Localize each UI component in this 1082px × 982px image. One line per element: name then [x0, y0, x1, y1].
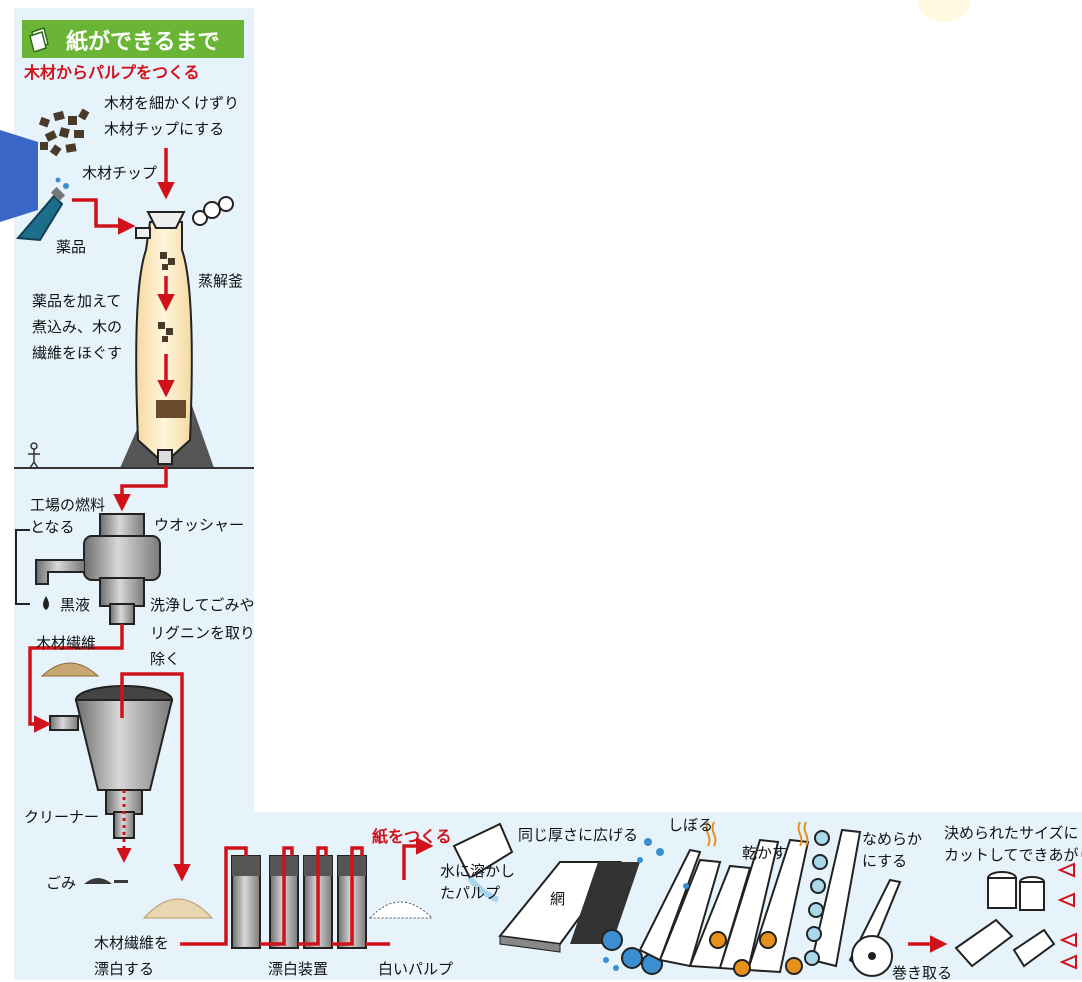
chemical-flask-icon — [15, 177, 69, 242]
label-cleaner: クリーナー — [24, 808, 100, 826]
label-dissolved-1: 水に溶かし — [440, 862, 516, 880]
paper-reel — [848, 878, 902, 977]
label-fuel-2: となる — [30, 518, 75, 536]
label-washer: ウオッシャー — [154, 516, 245, 534]
label-cook-1: 薬品を加えて — [32, 292, 122, 310]
label-cut-2: カットしてできあがり — [944, 846, 1082, 864]
label-cut-1: 決められたサイズに — [944, 824, 1079, 842]
label-bleach-device: 漂白装置 — [268, 960, 329, 978]
wire-mesh-section — [498, 861, 663, 975]
label-squeeze: しぼる — [668, 816, 714, 834]
label-wash-1: 洗浄してごみや — [150, 596, 255, 614]
label-chemicals: 薬品 — [56, 238, 87, 256]
label-bleach-2: 漂白する — [94, 960, 155, 978]
wood-fiber-pile-icon — [40, 662, 100, 677]
flow-arrows — [28, 148, 948, 953]
calender-rollers — [804, 828, 862, 968]
label-smooth-1: なめらか — [862, 830, 923, 848]
label-wood-fiber: 木材繊維 — [36, 634, 97, 652]
label-dust: ごみ — [46, 874, 77, 892]
pouring-bucket-icon — [452, 822, 514, 903]
cleaner-machine — [49, 685, 174, 863]
label-wash-2: リグニンを取り — [150, 624, 256, 642]
label-white-pulp: 白いパルプ — [378, 960, 454, 978]
label-wire: 網 — [550, 890, 566, 908]
section-title-pulp: 木材からパルプをつくる — [24, 63, 200, 82]
steam-icon — [192, 196, 234, 226]
label-wood-chips: 木材チップ — [82, 164, 158, 182]
label-wind: 巻き取る — [892, 964, 953, 982]
label-bleach-1: 木材繊維を — [94, 934, 170, 952]
title-bar: 紙ができるまで — [22, 20, 244, 58]
label-dissolved-2: たパルプ — [440, 884, 501, 902]
bleached-fiber-pile-icon — [142, 898, 214, 919]
section-title-paper: 紙をつくる — [372, 827, 452, 846]
highlight-blob — [918, 0, 970, 22]
label-cook-3: 繊維をほぐす — [32, 344, 123, 362]
label-chip-step-2: 木材チップにする — [104, 120, 225, 138]
label-spread: 同じ厚さに広げる — [518, 826, 639, 844]
washer-machine — [15, 513, 161, 625]
page-title: 紙ができるまで — [66, 30, 220, 55]
label-cook-2: 煮込み、木の — [32, 318, 123, 336]
label-chip-step-1: 木材を細かくけずり — [104, 94, 240, 112]
dust-pile-icon — [84, 878, 128, 884]
callout-shape — [0, 130, 38, 222]
drying-rollers — [603, 821, 810, 977]
label-black-liquor: 黒液 — [60, 596, 91, 614]
label-smooth-2: にする — [862, 852, 908, 870]
white-pulp-pile-icon — [368, 901, 434, 919]
digester-tower — [14, 211, 254, 469]
bleach-tanks — [231, 855, 367, 949]
paper-stack-icon — [29, 27, 49, 52]
paper-products — [954, 862, 1077, 970]
wood-chips-icon — [38, 108, 90, 157]
label-wash-3: 除く — [150, 650, 181, 668]
label-digester: 蒸解釜 — [198, 272, 244, 290]
label-dry: 乾かす — [742, 844, 788, 862]
label-fuel-1: 工場の燃料 — [30, 496, 106, 514]
